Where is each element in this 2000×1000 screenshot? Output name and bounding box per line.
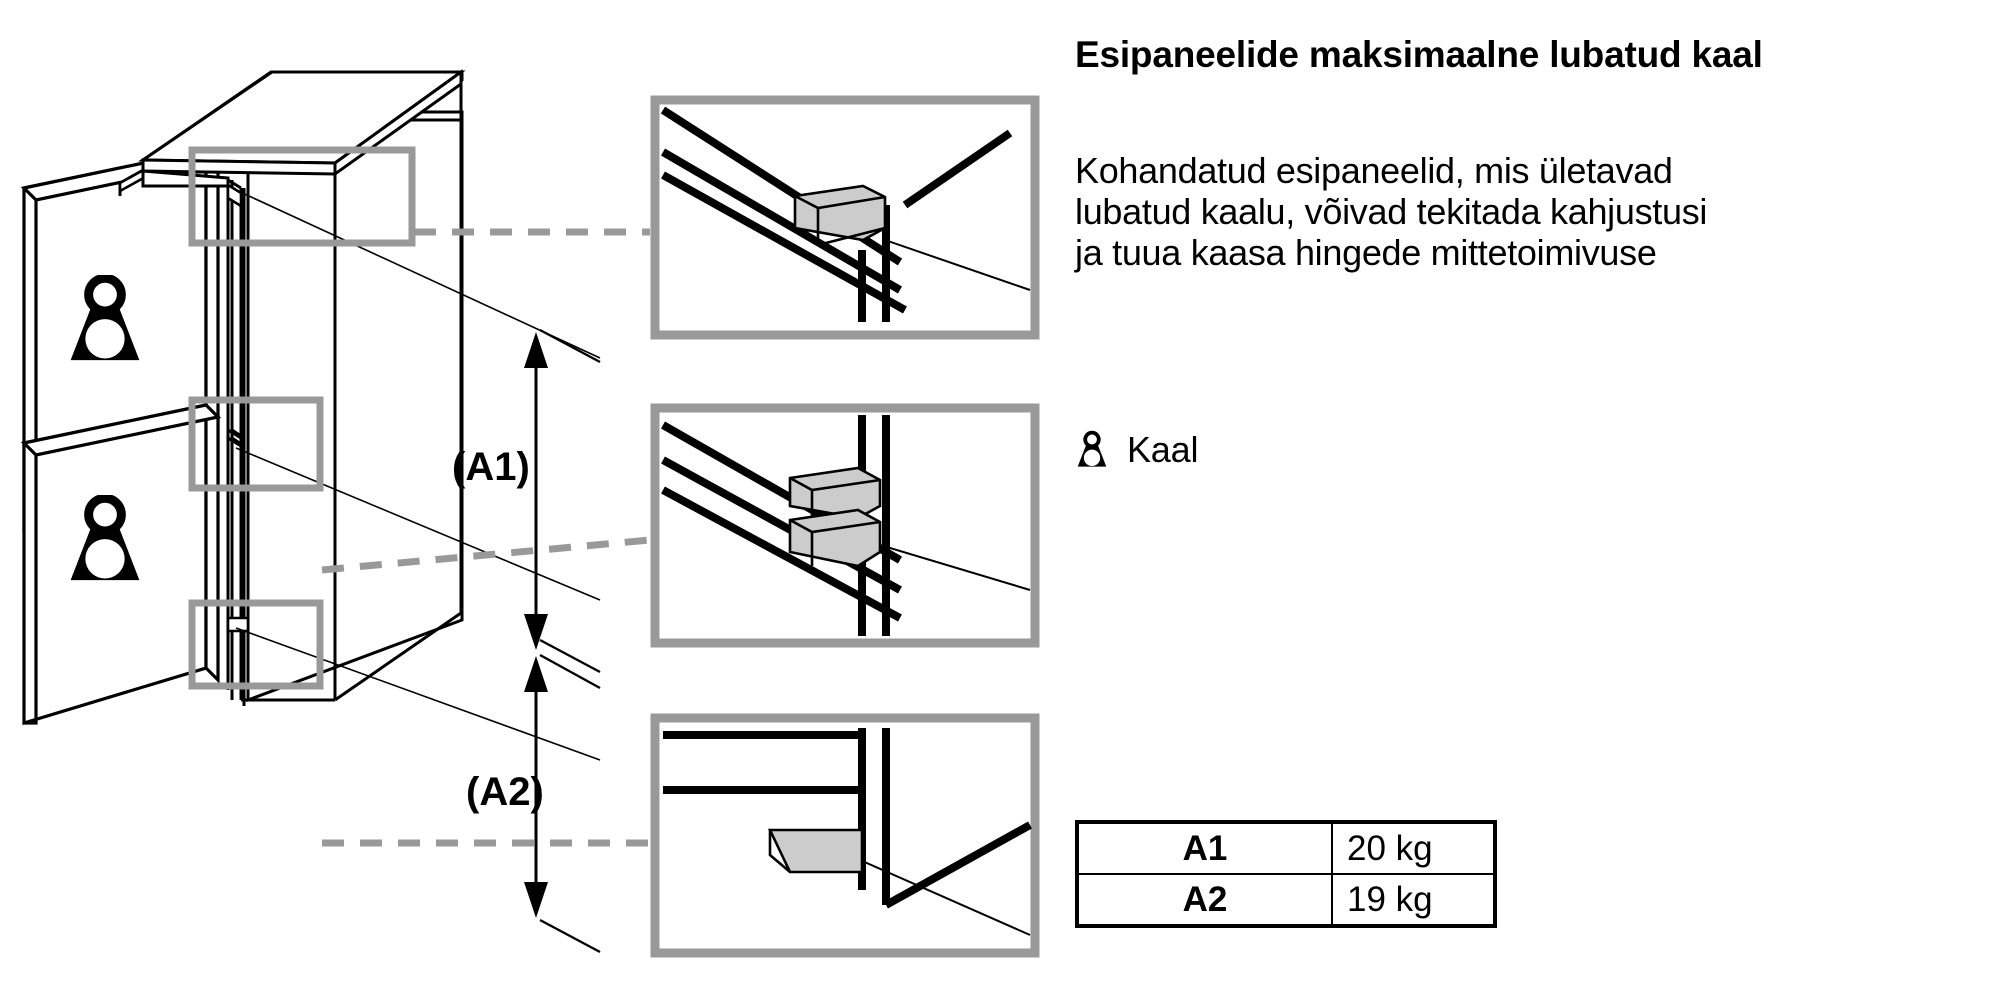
leader-lines: [235, 189, 601, 761]
table-cell-key: A1: [1076, 821, 1333, 875]
dashed-connectors: [321, 228, 651, 847]
dimension-a1: [524, 328, 601, 674]
legend-weight: Kaal: [1075, 430, 1198, 470]
dimension-a2: [524, 653, 601, 954]
detail-view-bottom-hinge: [650, 713, 1040, 958]
table-cell-value: 20 kg: [1331, 821, 1496, 875]
weight-icon: [1077, 430, 1107, 467]
table-row: A1 20 kg: [1076, 821, 1496, 875]
table-cell-value: 19 kg: [1331, 873, 1496, 927]
callout-box-top: [188, 146, 416, 247]
detail-view-top-hinge: [650, 95, 1040, 340]
dimension-label-a2: (A2): [466, 770, 544, 814]
text-column: Esipaneelide maksimaalne lubatud kaal Ko…: [1075, 0, 1975, 1000]
warning-text: Kohandatud esipaneelid, mis ületavad lub…: [1075, 150, 1955, 273]
warning-text-line: lubatud kaalu, võivad tekitada kahjustus…: [1075, 191, 1708, 232]
detail-view-middle-hinge: [650, 403, 1040, 648]
table-cell-key: A2: [1076, 873, 1333, 927]
warning-text-line: ja tuua kaasa hingede mittetoimivuse: [1075, 232, 1657, 273]
hinge-block: [767, 828, 864, 874]
dimension-label-a1: (A1): [452, 445, 530, 489]
weight-limit-table: A1 20 kg A2 19 kg: [1075, 820, 1497, 928]
warning-text-line: Kohandatud esipaneelid, mis ületavad: [1075, 150, 1673, 191]
callout-box-bottom: [188, 599, 324, 690]
callout-box-middle: [188, 396, 324, 492]
legend-label: Kaal: [1127, 429, 1199, 470]
page-title: Esipaneelide maksimaalne lubatud kaal: [1075, 33, 1763, 75]
front-panel-lower: [20, 401, 222, 726]
table-row: A2 19 kg: [1076, 873, 1496, 927]
